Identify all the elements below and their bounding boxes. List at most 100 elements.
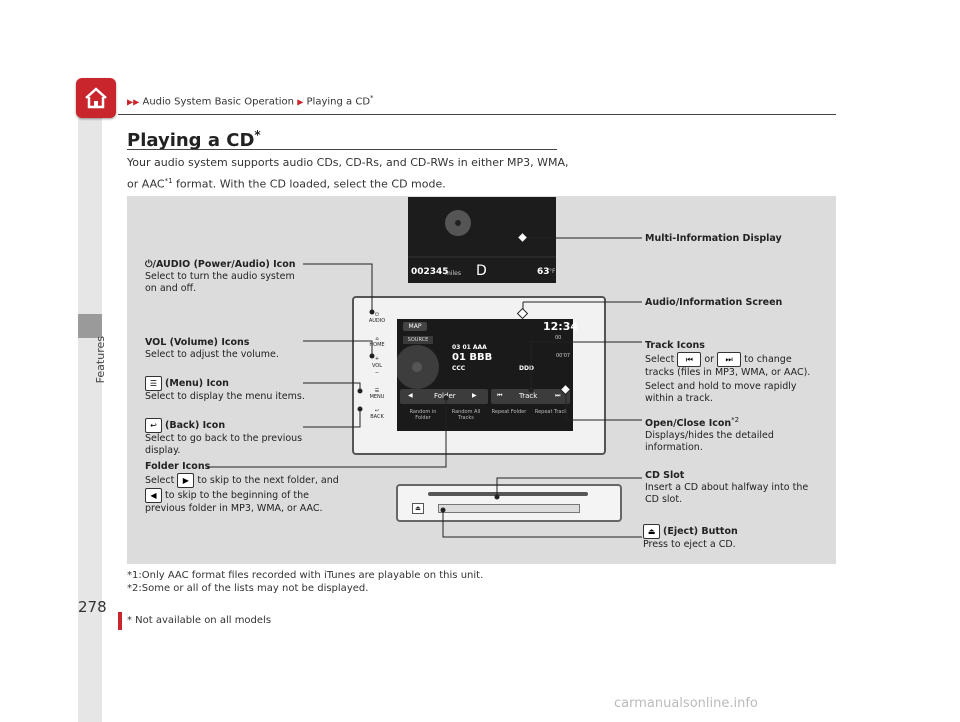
track-prev-icon[interactable]: ⏮ [497,392,503,399]
page-title-text: Playing a CD [127,130,255,151]
watermark: carmanualsonline.info [614,696,758,711]
folder-next-icon[interactable]: ▶ [472,392,477,399]
volume-desc: Select to adjust the volume. [145,349,279,360]
track-desc3: Select and hold to move rapidly [645,381,797,392]
console-icon-column: ⏻AUDIO ⌂HOME +VOL− ☰MENU ↩BACK [366,310,388,430]
track-title: Track Icons [645,340,705,351]
track-label-block: Track Icons Select ⏮ or ⏭ to change trac… [645,340,830,405]
vol-label: VOL [371,363,383,369]
back-title: (Back) Icon [165,420,226,431]
play-prev-icon: ◀ [145,488,162,503]
eject-desc: Press to eject a CD. [643,539,736,550]
breadcrumb-arrow-icon: ▶ [297,97,304,107]
folder-line: 03 01 AAA [452,344,487,351]
menu-icon[interactable]: ☰MENU [369,388,385,400]
odometer-value: 002345 [411,267,449,277]
breadcrumb-star: * [370,94,374,102]
intro-line2b: format. With the CD loaded, select the C… [172,177,446,191]
track-desc1a: Select [645,354,675,365]
multi-information-display: 002345 miles D 63 °F [408,197,556,283]
power-audio-desc2: on and off. [145,283,197,294]
home-console-icon[interactable]: ⌂HOME [369,336,385,348]
page-title: Playing a CD* [127,128,261,151]
home-icon[interactable] [76,78,116,118]
header-rule [118,114,836,115]
footnotes: *1:Only AAC format files recorded with i… [127,569,483,595]
skip-forward-icon: ⏭ [717,352,742,367]
side-band [78,118,102,722]
cd-slot-label: CD Slot Insert a CD about halfway into t… [645,470,830,506]
outside-temp: 63 [537,267,550,277]
audio-screen-label: Audio/Information Screen [645,297,782,309]
repeat-track-button[interactable]: Repeat Track [534,409,568,415]
open-close-title: Open/Close Icon [645,418,732,430]
artist-name: CCC [452,365,466,372]
temp-unit: °F [549,268,556,275]
title-star: * [254,128,261,142]
breadcrumb-part1[interactable]: Audio System Basic Operation [142,96,295,108]
eject-icon: ⏏ [643,524,660,539]
power-audio-icon[interactable]: ⏻AUDIO [368,312,386,324]
skip-back-icon: ⏮ [677,352,702,367]
elapsed-time: 00'07 [556,353,571,359]
breadcrumb: ▶▶ Audio System Basic Operation ▶ Playin… [127,94,374,107]
back-label: ↩ (Back) Icon Select to go back to the p… [145,418,320,457]
menu-label: MENU [369,394,385,400]
audio-information-screen: MAP 12:34 SOURCE 00 03 01 AAA 01 BBB CCC… [397,319,578,431]
folder-prev-icon[interactable]: ◀ [408,392,413,399]
breadcrumb-part2[interactable]: Playing a CD [306,96,371,108]
track-name: 01 BBB [452,352,493,363]
menu-label: ☰ (Menu) Icon Select to display the menu… [145,376,320,403]
volume-icons[interactable]: +VOL− [371,356,383,376]
back-button-icon: ↩ [145,418,162,433]
open-close-desc1: Displays/hides the detailed [645,430,774,442]
cd-unit: ⏏ [396,484,622,522]
folder-desc3: previous folder in MP3, WMA, or AAC. [145,503,323,514]
open-close-label: Open/Close Icon*2 Displays/hides the det… [645,414,830,454]
section-tab [78,314,102,338]
odometer-unit: miles [445,270,461,277]
power-symbol-icon: ⏻ [145,259,153,270]
time-small: 00 [555,335,562,341]
cd-slot-desc1: Insert a CD about halfway into the [645,482,809,493]
volume-label: VOL (Volume) Icons Select to adjust the … [145,337,305,361]
back-icon[interactable]: ↩BACK [370,408,384,420]
home-label: HOME [369,342,385,348]
folder-title: Folder Icons [145,461,211,472]
power-audio-label: ⏻/AUDIO (Power/Audio) Icon Select to tur… [145,259,305,295]
cd-slot-title: CD Slot [645,470,685,481]
track-desc1c: to change [744,354,792,365]
intro-line1: Your audio system supports audio CDs, CD… [127,156,569,169]
repeat-folder-button[interactable]: Repeat Folder [491,409,527,415]
audio-label: AUDIO [368,318,386,324]
mid-label: Multi-Information Display [645,233,782,245]
source-button[interactable]: SOURCE [403,336,433,344]
cd-slot[interactable] [428,492,588,496]
intro-footnote-ref[interactable]: *1 [164,177,173,185]
folder-desc1a: Select [145,475,175,486]
track-next-icon[interactable]: ⏭ [555,392,561,399]
footnote-2: *2:Some or all of the lists may not be d… [127,583,369,594]
menu-title: (Menu) Icon [165,378,229,389]
gear-indicator: D [476,263,487,279]
track-desc4: within a track. [645,393,713,404]
footnote-1: *1:Only AAC format files recorded with i… [127,570,484,581]
footer-accent [118,612,122,630]
folder-desc2: to skip to the beginning of the [165,490,309,501]
play-next-icon: ▶ [177,473,195,488]
intro-text: Your audio system supports audio CDs, CD… [127,154,577,194]
track-icons[interactable]: ⏮ Track ⏭ [491,389,570,404]
intro-line2: or AAC*1 format. With the CD loaded, sel… [127,172,577,194]
eject-title: (Eject) Button [663,526,738,537]
random-all-button[interactable]: Random All Tracks [451,409,481,421]
power-audio-title-text: /AUDIO (Power/Audio) Icon [152,259,296,270]
clock: 12:34 [543,320,579,333]
random-folder-button[interactable]: Random in Folder [409,409,437,421]
power-audio-desc1: Select to turn the audio system [145,271,295,282]
map-button[interactable]: MAP [403,322,427,331]
volume-title: VOL (Volume) Icons [145,337,250,348]
eject-button[interactable]: ⏏ [412,503,424,514]
page-number: 278 [78,598,107,616]
open-close-footnote-ref[interactable]: *2 [731,416,740,424]
